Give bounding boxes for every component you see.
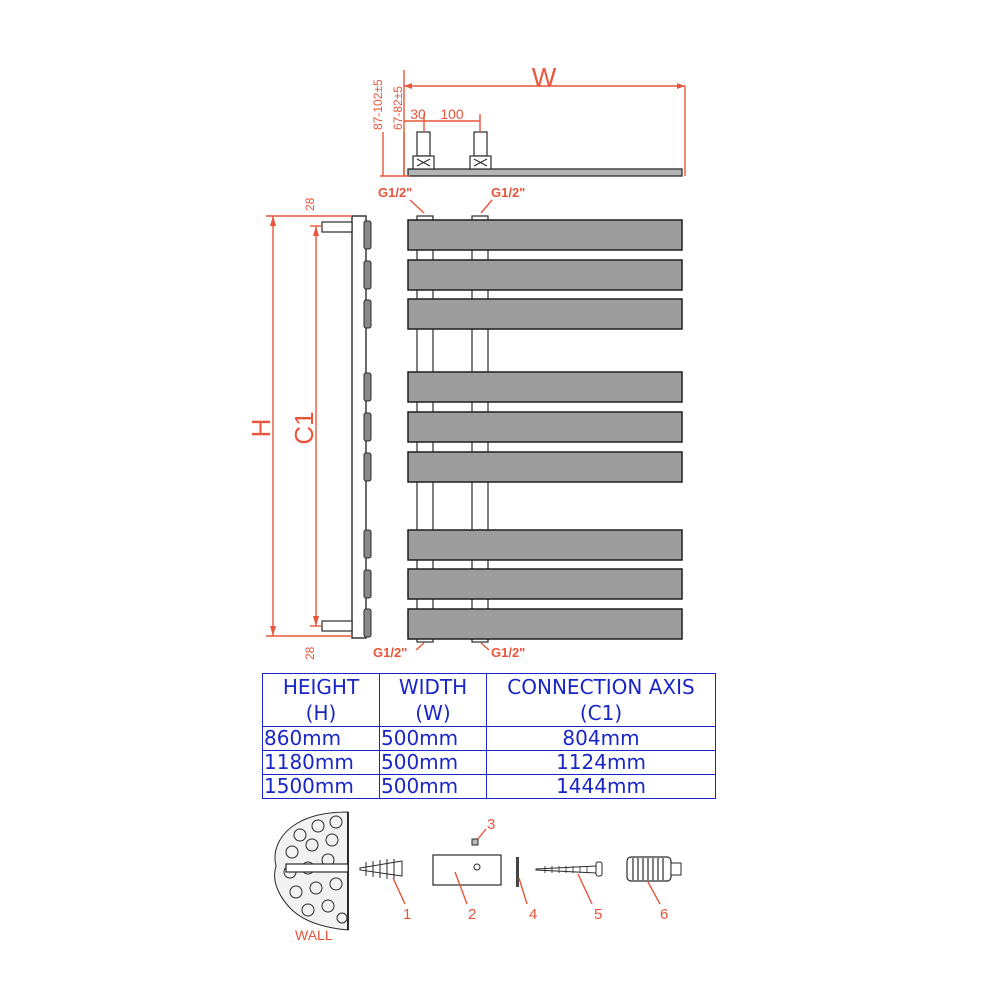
cell-height: 1500mm bbox=[262, 774, 380, 799]
cell-width: 500mm bbox=[379, 774, 487, 799]
top-view: W 30 100 87-102±5 67-82±5 bbox=[371, 62, 686, 177]
header-height: HEIGHT(H) bbox=[262, 673, 380, 727]
front-view: G1/2" G1/2" G1/2" G1/2" bbox=[373, 185, 683, 660]
bracket-part-2: 2 bbox=[432, 854, 502, 923]
thread-callouts: G1/2" G1/2" G1/2" G1/2" bbox=[373, 185, 525, 660]
axis-dimension: C1 28 28 bbox=[289, 197, 322, 660]
cell-axis: 1124mm bbox=[486, 750, 716, 775]
wall-distance-102-label: 87-102±5 bbox=[371, 79, 385, 130]
washer-part-4: 4 bbox=[516, 857, 537, 923]
wall-label: WALL bbox=[295, 927, 333, 943]
grub-screw-part-3: 3 bbox=[471, 816, 495, 846]
side-view-bracket-top bbox=[321, 221, 353, 233]
axis-label: C1 bbox=[289, 411, 319, 444]
table-row: 860mm 500mm 804mm bbox=[262, 726, 716, 751]
dimension-table: HEIGHT(H) WIDTH(W) CONNECTION AXIS(C1) 8… bbox=[262, 673, 716, 799]
part-6-label: 6 bbox=[660, 906, 668, 923]
cell-axis: 804mm bbox=[486, 726, 716, 751]
table-header-row: HEIGHT(H) WIDTH(W) CONNECTION AXIS(C1) bbox=[262, 673, 716, 727]
top-view-radiator-body bbox=[407, 168, 683, 177]
top-view-valve-left bbox=[412, 131, 435, 170]
bottom-offset-28-label: 28 bbox=[303, 646, 317, 660]
part-1-label: 1 bbox=[403, 906, 411, 923]
cell-axis: 1444mm bbox=[486, 774, 716, 799]
cell-height: 860mm bbox=[262, 726, 380, 751]
thread-top-right-label: G1/2" bbox=[491, 185, 525, 200]
part-2-label: 2 bbox=[468, 906, 476, 923]
table-row: 1500mm 500mm 1444mm bbox=[262, 774, 716, 799]
table-row: 1180mm 500mm 1124mm bbox=[262, 750, 716, 775]
top-view-valve-right bbox=[469, 131, 492, 170]
mounting-parts: WALL 1 2 3 4 bbox=[274, 811, 682, 943]
height-dimension: H bbox=[246, 215, 352, 637]
cover-cap-part-6: 6 bbox=[626, 856, 682, 923]
header-axis: CONNECTION AXIS(C1) bbox=[486, 673, 716, 727]
height-label: H bbox=[246, 419, 276, 438]
thread-bottom-right-label: G1/2" bbox=[491, 645, 525, 660]
cell-width: 500mm bbox=[379, 750, 487, 775]
width-label: W bbox=[532, 62, 557, 92]
wall-plug-part-1: 1 bbox=[359, 859, 411, 923]
wall-distance-dimensions: 87-102±5 67-82±5 bbox=[371, 79, 410, 177]
part-5-label: 5 bbox=[594, 906, 602, 923]
wall-section: WALL bbox=[274, 811, 349, 943]
part-3-label: 3 bbox=[487, 816, 495, 833]
thread-top-left-label: G1/2" bbox=[378, 185, 412, 200]
front-view-panels bbox=[407, 219, 683, 640]
cell-height: 1180mm bbox=[262, 750, 380, 775]
top-offset-28-label: 28 bbox=[303, 197, 317, 211]
header-width: WIDTH(W) bbox=[379, 673, 487, 727]
side-view-bracket-bottom bbox=[321, 620, 353, 632]
wall-distance-82-label: 67-82±5 bbox=[391, 86, 405, 130]
cell-width: 500mm bbox=[379, 726, 487, 751]
screw-part-5: 5 bbox=[535, 861, 603, 923]
part-4-label: 4 bbox=[529, 906, 537, 923]
side-view-panels bbox=[363, 220, 372, 638]
thread-bottom-left-label: G1/2" bbox=[373, 645, 407, 660]
spacing-dimension: 30 100 bbox=[404, 106, 481, 132]
side-view: H C1 28 28 bbox=[246, 197, 372, 660]
offset-30-label: 30 bbox=[410, 106, 426, 122]
spacing-100-label: 100 bbox=[440, 106, 464, 122]
